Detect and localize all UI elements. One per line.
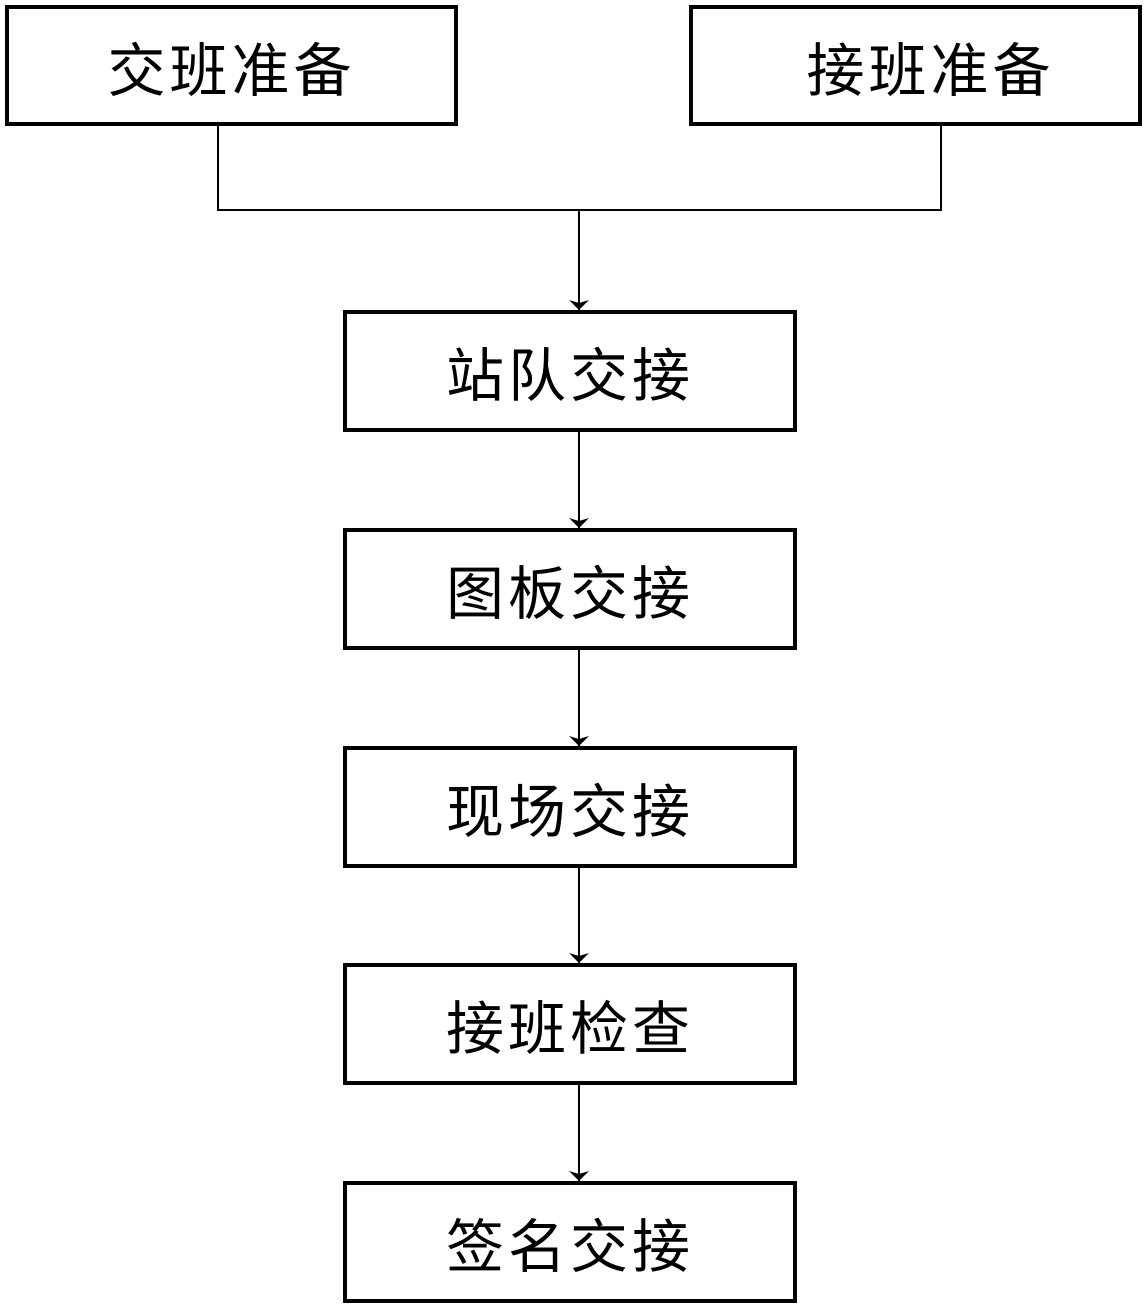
step-box-takeover-check: 接班检查 — [343, 963, 797, 1085]
step-box-signature-handover: 签名交接 — [343, 1181, 797, 1303]
handover-prep-label: 交班准备 — [107, 36, 356, 105]
step-box-lineup-handover: 站队交接 — [343, 310, 797, 432]
step-label: 接班检查 — [445, 995, 694, 1063]
step-label: 图板交接 — [445, 560, 694, 628]
step-label: 签名交接 — [445, 1213, 694, 1281]
takeover-prep-box: 接班准备 — [689, 5, 1142, 126]
step-box-onsite-handover: 现场交接 — [343, 746, 797, 868]
takeover-prep-label: 接班准备 — [806, 36, 1055, 105]
step-box-board-handover: 图板交接 — [343, 528, 797, 650]
step-label: 站队交接 — [445, 342, 694, 410]
merge-line — [217, 126, 942, 211]
step-label: 现场交接 — [445, 778, 694, 846]
handover-prep-box: 交班准备 — [5, 5, 458, 126]
